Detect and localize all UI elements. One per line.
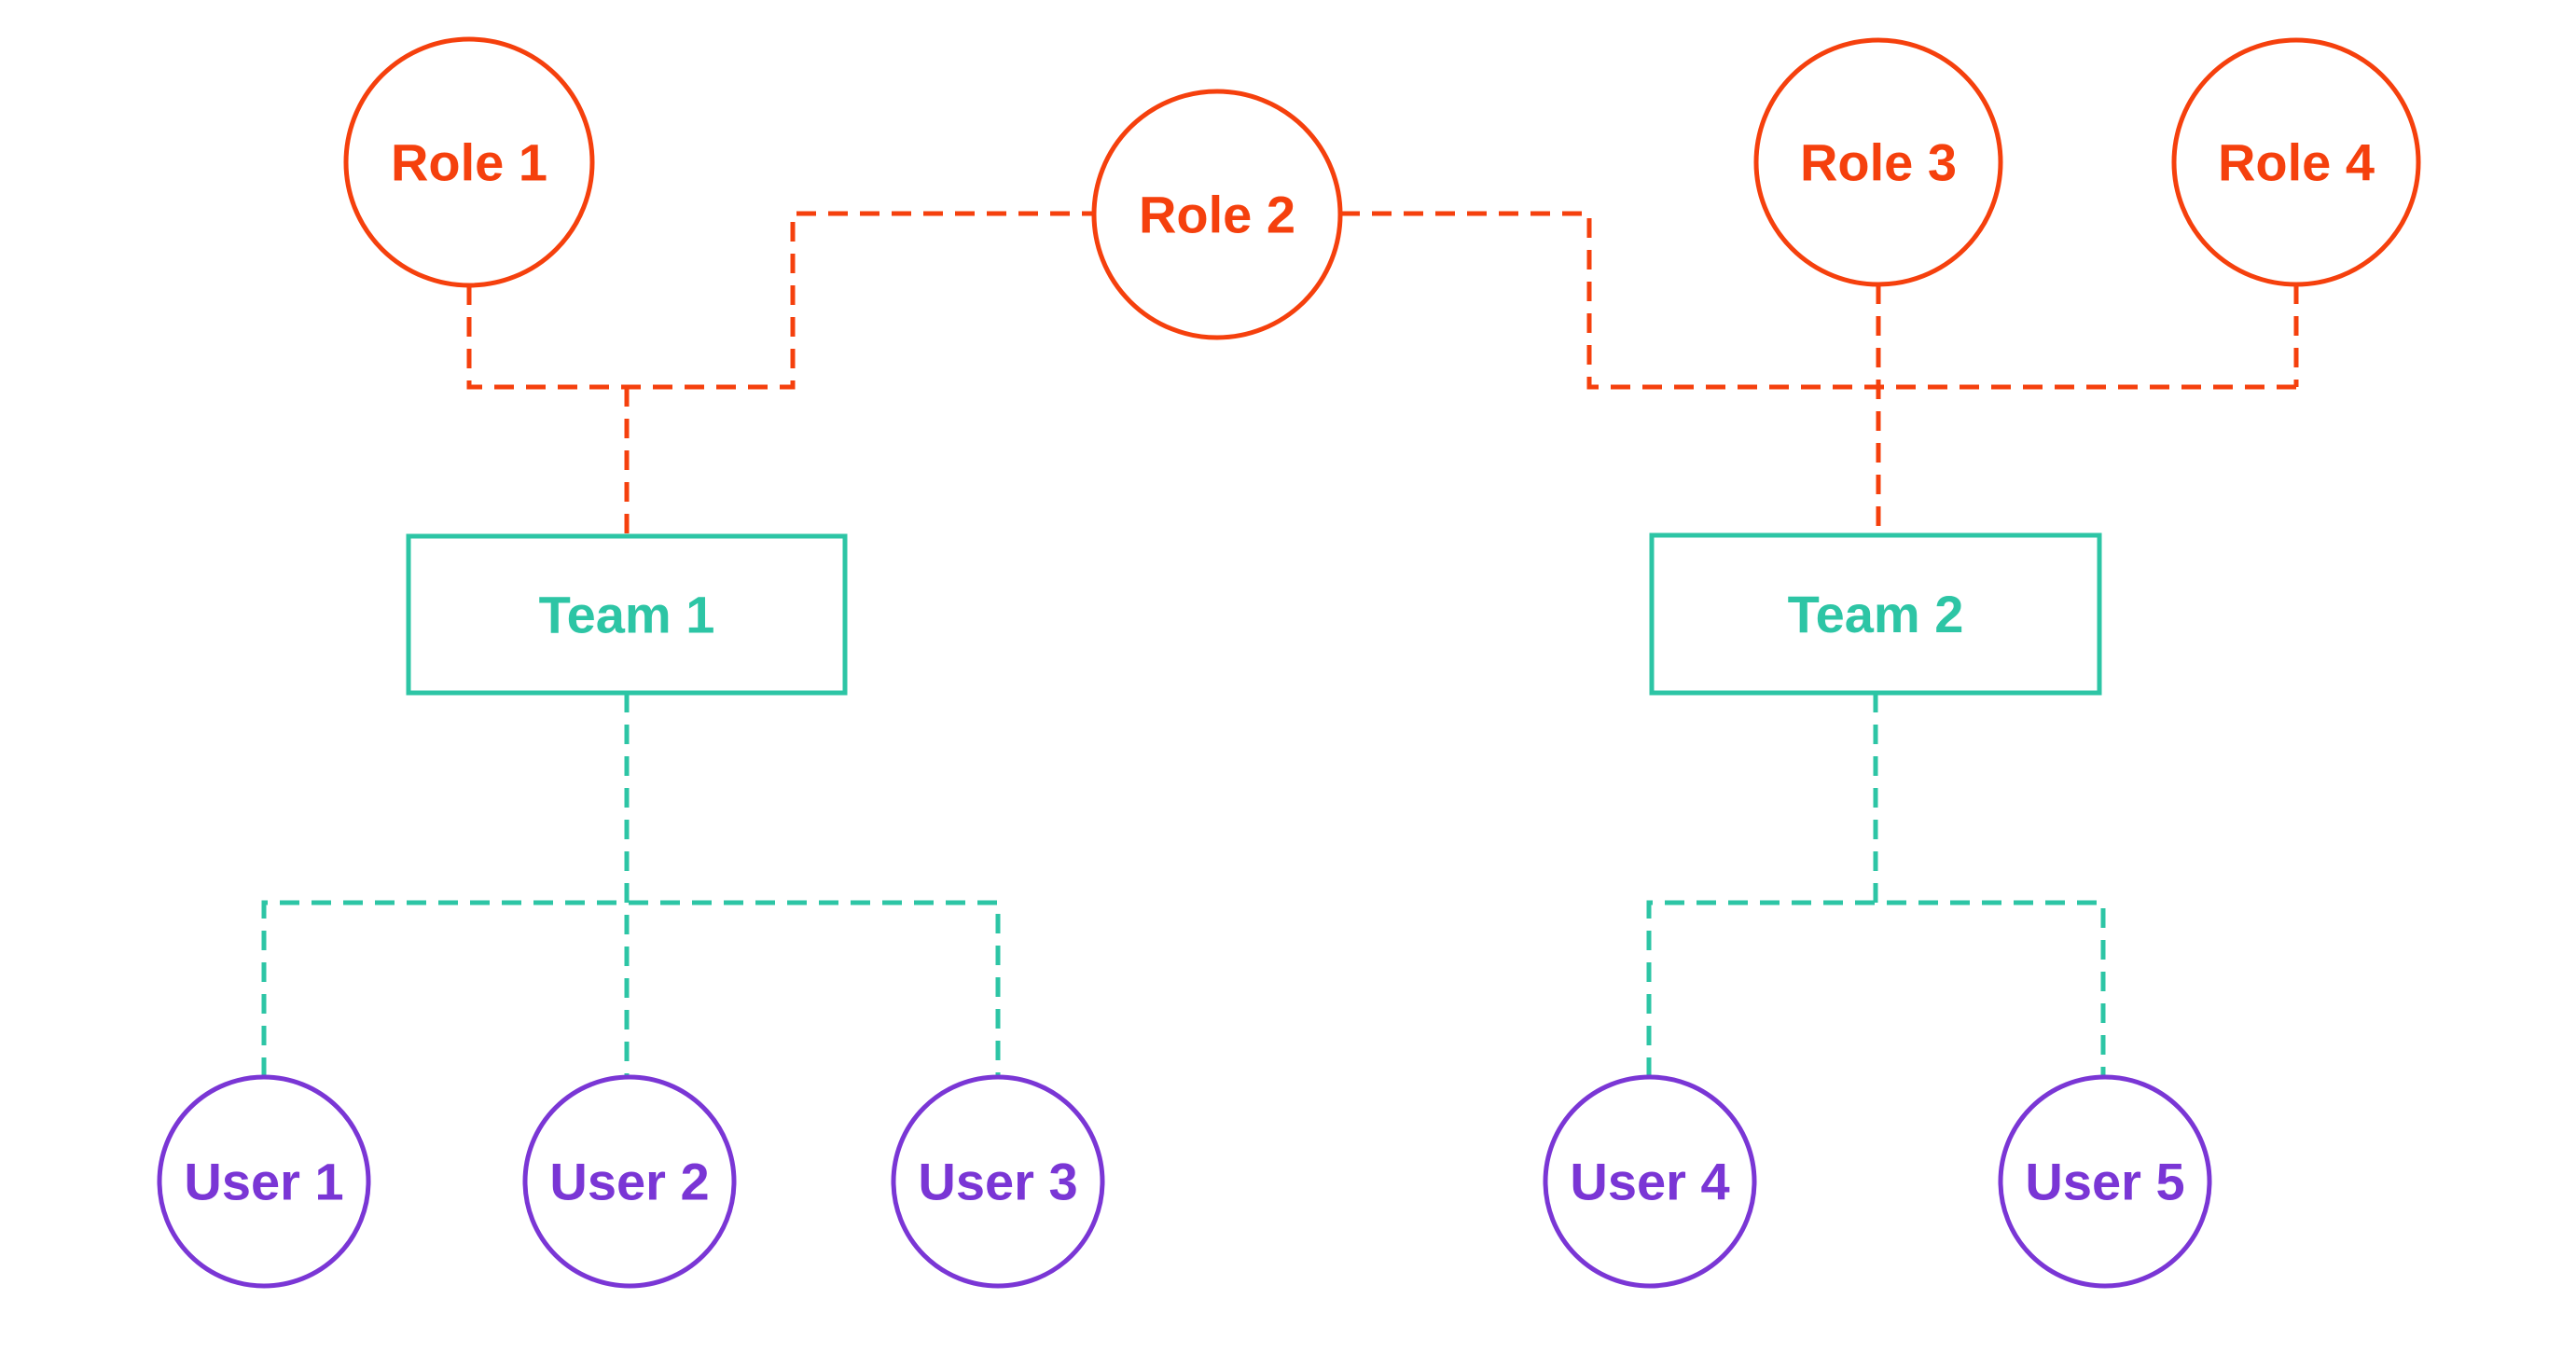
user-node-user4[interactable]: User 4 — [1543, 1074, 1757, 1289]
role3-shape[interactable] — [1753, 37, 2003, 287]
team1-label: Team 1 — [539, 586, 715, 644]
role-node-role4[interactable]: Role 4 — [2171, 37, 2421, 287]
team-node-team2[interactable]: Team 2 — [1649, 532, 2102, 696]
role-node-role1[interactable]: Role 1 — [343, 36, 595, 288]
user3-shape[interactable] — [891, 1074, 1105, 1289]
connector-team1-users-bus — [261, 900, 1001, 1077]
role4-label: Role 4 — [2218, 133, 2375, 192]
user-node-user1[interactable]: User 1 — [157, 1074, 371, 1289]
user-node-user5[interactable]: User 5 — [1998, 1074, 2212, 1289]
role2-shape[interactable] — [1091, 89, 1343, 340]
role1-shape[interactable] — [343, 36, 595, 288]
role2-label: Role 2 — [1139, 186, 1295, 244]
role-node-role2[interactable]: Role 2 — [1091, 89, 1343, 340]
user-node-user3[interactable]: User 3 — [891, 1074, 1105, 1289]
role1-label: Role 1 — [391, 133, 547, 192]
user4-shape[interactable] — [1543, 1074, 1757, 1289]
user5-label: User 5 — [2025, 1153, 2184, 1211]
user1-label: User 1 — [184, 1153, 343, 1211]
team1-shape[interactable] — [406, 533, 848, 696]
team2-label: Team 2 — [1788, 585, 1964, 643]
connector-role1-to-left-bus — [466, 211, 1094, 390]
role4-shape[interactable] — [2171, 37, 2421, 287]
user5-shape[interactable] — [1998, 1074, 2212, 1289]
connector-role2-to-right-bus — [1340, 211, 2296, 390]
user2-label: User 2 — [549, 1153, 709, 1211]
user3-label: User 3 — [918, 1153, 1077, 1211]
user1-shape[interactable] — [157, 1074, 371, 1289]
user-node-user2[interactable]: User 2 — [522, 1074, 737, 1289]
user4-label: User 4 — [1570, 1153, 1729, 1211]
team-node-team1[interactable]: Team 1 — [406, 533, 848, 696]
role-node-role3[interactable]: Role 3 — [1753, 37, 2003, 287]
role3-label: Role 3 — [1800, 133, 1957, 192]
user2-shape[interactable] — [522, 1074, 737, 1289]
team2-shape[interactable] — [1649, 532, 2102, 696]
connector-team2-users-bus — [1646, 900, 2106, 1077]
